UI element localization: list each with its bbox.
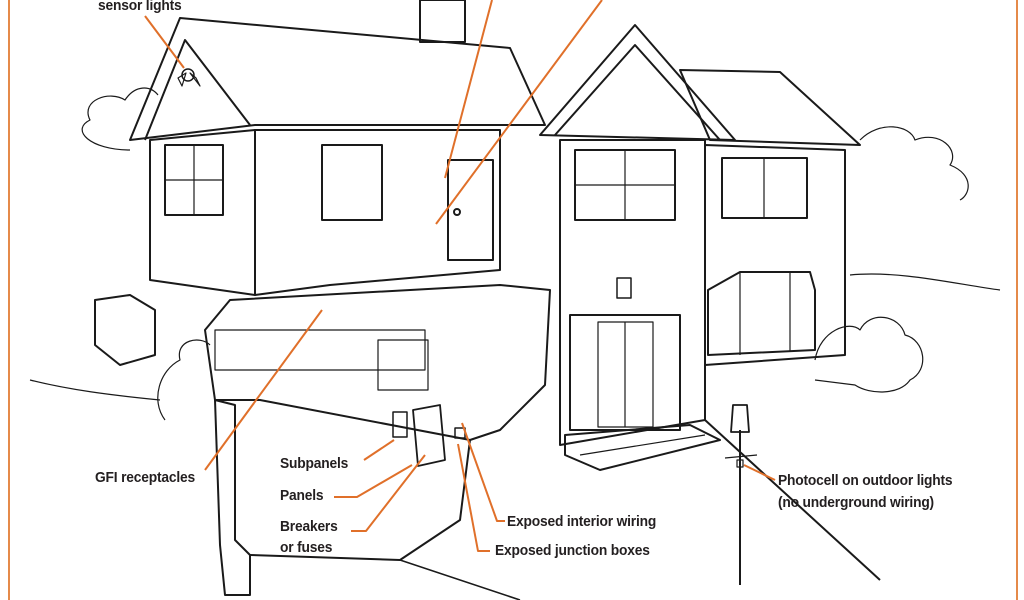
kitchen-cabinets bbox=[214, 329, 426, 371]
right-border bbox=[1016, 0, 1018, 600]
stove bbox=[377, 339, 429, 391]
leader-panels bbox=[334, 464, 413, 498]
label-breakers: Breakers bbox=[280, 518, 338, 535]
ground-line-left bbox=[29, 379, 161, 401]
leader-subpanels bbox=[363, 439, 395, 461]
leader-sensor-lights bbox=[144, 15, 185, 69]
ac-unit bbox=[94, 294, 156, 366]
label-sensor-lights: sensor lights bbox=[98, 0, 182, 14]
main-panel bbox=[412, 404, 446, 467]
front-steps bbox=[564, 424, 721, 471]
closet-door bbox=[447, 159, 494, 261]
photocell bbox=[736, 459, 744, 468]
upper-window bbox=[321, 144, 383, 221]
label-subpanels: Subpanels bbox=[280, 455, 349, 472]
chimney bbox=[419, 0, 466, 43]
cloud-right bbox=[859, 126, 969, 201]
right-wing bbox=[559, 139, 706, 446]
label-no-underground-wiring: (no underground wiring) bbox=[778, 494, 934, 511]
subpanel-box bbox=[392, 411, 408, 438]
left-gable-trim bbox=[144, 39, 251, 141]
leader-junction-boxes bbox=[457, 443, 490, 552]
label-or-fuses: or fuses bbox=[280, 539, 333, 556]
leader-interior-wiring bbox=[461, 422, 505, 522]
label-exposed-junction-boxes: Exposed junction boxes bbox=[495, 542, 650, 559]
lamp-head bbox=[730, 404, 750, 433]
shrub-right bbox=[814, 316, 924, 393]
leader-lines bbox=[144, 0, 776, 552]
bay-window bbox=[707, 271, 816, 356]
left-border bbox=[8, 0, 10, 600]
label-photocell: Photocell on outdoor lights bbox=[778, 472, 953, 489]
label-panels: Panels bbox=[280, 487, 324, 504]
cloud-left bbox=[81, 87, 159, 151]
left-gable-roof bbox=[129, 17, 546, 141]
label-gfi-receptacles: GFI receptacles bbox=[95, 469, 196, 486]
label-exposed-interior-wiring: Exposed interior wiring bbox=[507, 513, 657, 530]
ground-line bbox=[849, 273, 1001, 291]
shrub-left bbox=[157, 339, 211, 421]
leader-outlet bbox=[435, 0, 603, 225]
yard-line bbox=[704, 419, 881, 581]
leader-photocell bbox=[743, 464, 776, 481]
far-right-wall bbox=[704, 144, 846, 366]
leader-gfi bbox=[204, 309, 323, 471]
basement-wall-left bbox=[214, 399, 251, 596]
far-right-roof bbox=[679, 69, 861, 146]
leader-breakers bbox=[351, 454, 426, 532]
kitchen-cutaway bbox=[204, 284, 551, 441]
leader-ceiling-fan bbox=[444, 0, 493, 179]
porch-light bbox=[616, 277, 632, 299]
right-gable-trim bbox=[554, 44, 721, 141]
upper-floor-cutaway bbox=[254, 129, 501, 296]
